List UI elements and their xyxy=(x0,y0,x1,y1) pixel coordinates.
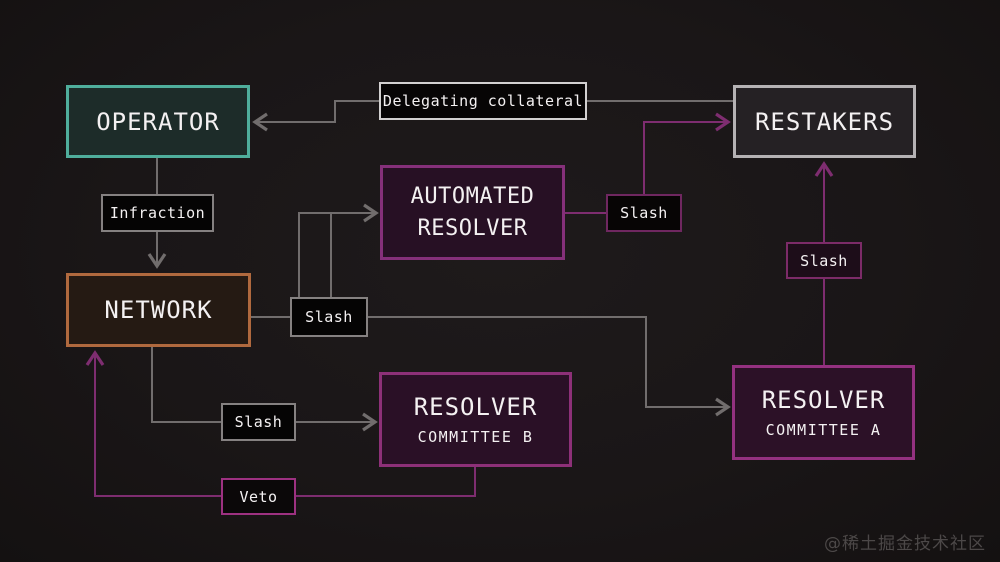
node-resolver-committee-b: RESOLVER COMMITTEE B xyxy=(379,372,572,467)
watermark: @稀土掘金技术社区 xyxy=(824,534,986,554)
node-restakers-label: RESTAKERS xyxy=(754,107,895,136)
node-restakers: RESTAKERS xyxy=(733,85,916,158)
edge-label-slash-committee-a: Slash xyxy=(786,242,862,279)
edge-label-veto: Veto xyxy=(221,478,296,515)
edge-slash-to-resolver-a xyxy=(368,316,731,417)
edge-label-delegating-collateral-text: Delegating collateral xyxy=(382,92,584,110)
node-resolver-b-subtitle: COMMITTEE B xyxy=(417,428,534,446)
edge-slash-to-restakers xyxy=(643,112,731,194)
edge-resolver-b-to-veto xyxy=(296,467,476,497)
node-resolver-b-title: RESOLVER xyxy=(413,393,538,421)
node-automated-resolver-line2: RESOLVER xyxy=(417,215,528,241)
edge-delegating-to-operator xyxy=(252,100,379,132)
edge-label-slash-network-text: Slash xyxy=(305,308,353,326)
node-automated-resolver: AUTOMATED RESOLVER xyxy=(380,165,565,260)
node-resolver-a-subtitle: COMMITTEE A xyxy=(765,421,882,439)
edge-label-infraction: Infraction xyxy=(101,194,214,232)
node-network: NETWORK xyxy=(66,273,251,347)
edge-veto-to-network xyxy=(85,350,221,497)
edge-label-slash-network: Slash xyxy=(290,297,368,337)
edge-label-delegating-collateral: Delegating collateral xyxy=(379,82,587,120)
node-resolver-committee-a: RESOLVER COMMITTEE A xyxy=(732,365,915,460)
edge-label-slash-committee-a-text: Slash xyxy=(800,251,848,270)
node-automated-resolver-line1: AUTOMATED xyxy=(410,183,535,209)
node-operator-label: OPERATOR xyxy=(96,107,220,136)
edge-network-to-slash-b xyxy=(151,347,221,423)
edge-label-veto-text: Veto xyxy=(239,487,278,506)
node-resolver-a-title: RESOLVER xyxy=(761,386,886,414)
edge-label-slash-auto-text: Slash xyxy=(620,204,668,222)
edge-slash-to-automated-resolver xyxy=(298,203,379,297)
edge-label-infraction-text: Infraction xyxy=(109,204,206,222)
edge-label-slash-auto: Slash xyxy=(606,194,682,232)
edge-label-slash-committee-b-text: Slash xyxy=(234,413,283,431)
node-network-label: NETWORK xyxy=(104,296,213,324)
edge-label-slash-committee-b: Slash xyxy=(221,403,296,441)
node-operator: OPERATOR xyxy=(66,85,250,158)
